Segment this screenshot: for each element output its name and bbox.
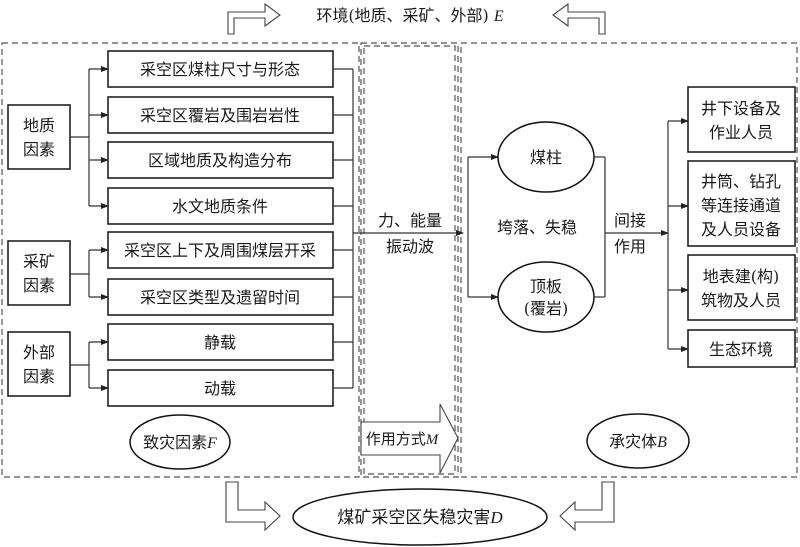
svg-text:致灾因素F: 致灾因素F bbox=[143, 433, 217, 452]
svg-text:井下设备及: 井下设备及 bbox=[701, 99, 781, 118]
svg-text:区域地质及构造分布: 区域地质及构造分布 bbox=[148, 151, 292, 170]
svg-text:采空区类型及遗留时间: 采空区类型及遗留时间 bbox=[140, 288, 300, 307]
factor-item: 动载 bbox=[107, 369, 334, 407]
action-mode-region-outer bbox=[360, 42, 459, 478]
svg-text:作用方式M: 作用方式M bbox=[366, 430, 440, 448]
hazard-bearing-region bbox=[460, 42, 798, 478]
target-item: 井筒、钻孔 等连接通道 及人员设备 bbox=[687, 160, 796, 247]
factor-item: 采空区类型及遗留时间 bbox=[107, 278, 334, 316]
category-geology: 地质 因素 bbox=[7, 104, 71, 170]
external-connectors bbox=[70, 339, 109, 391]
svg-text:动载: 动载 bbox=[204, 379, 236, 398]
svg-text:顶板: 顶板 bbox=[530, 277, 562, 296]
svg-text:等连接通道: 等连接通道 bbox=[701, 196, 781, 215]
disaster-factors-label: 致灾因素F bbox=[129, 414, 231, 470]
svg-text:井筒、钻孔: 井筒、钻孔 bbox=[701, 172, 781, 191]
action-text-line1: 力、能量 bbox=[378, 211, 442, 230]
bearing-branch bbox=[467, 154, 499, 300]
action-mode-arrow: 作用方式M bbox=[360, 403, 459, 474]
disaster-node: 煤矿采空区失稳灾害D bbox=[292, 488, 548, 546]
indirect-label-line2: 作用 bbox=[614, 237, 646, 256]
disaster-arrow-right bbox=[559, 481, 615, 532]
svg-text:作业人员: 作业人员 bbox=[709, 123, 773, 142]
svg-text:水文地质条件: 水文地质条件 bbox=[172, 197, 268, 216]
svg-text:地质: 地质 bbox=[23, 116, 55, 135]
factor-item: 采空区上下及周围煤层开采 bbox=[107, 231, 334, 269]
svg-text:静载: 静载 bbox=[204, 333, 236, 352]
category-mining: 采矿 因素 bbox=[7, 240, 71, 306]
svg-text:因素: 因素 bbox=[23, 140, 55, 159]
environment-label: 环境(地质、采矿、外部) E bbox=[316, 6, 504, 25]
svg-text:煤柱: 煤柱 bbox=[530, 148, 562, 167]
svg-text:承灾体B: 承灾体B bbox=[609, 432, 667, 451]
svg-text:地表建(构): 地表建(构) bbox=[703, 267, 780, 286]
environment-arrow-left bbox=[227, 2, 281, 35]
roof-node: 顶板 (覆岩) bbox=[497, 261, 595, 333]
failure-label: 垮落、失稳 bbox=[497, 218, 577, 237]
target-item: 生态环境 bbox=[687, 329, 796, 368]
svg-text:采空区上下及周围煤层开采: 采空区上下及周围煤层开采 bbox=[124, 241, 316, 260]
factor-item: 采空区煤柱尺寸与形态 bbox=[107, 50, 334, 88]
bearing-merge bbox=[594, 156, 669, 298]
environment-arrow-right bbox=[552, 2, 606, 35]
disaster-arrow-left bbox=[225, 481, 281, 532]
svg-text:采空区煤柱尺寸与形态: 采空区煤柱尺寸与形态 bbox=[140, 60, 300, 79]
svg-text:(覆岩): (覆岩) bbox=[524, 299, 569, 318]
action-text-line2: 振动波 bbox=[386, 237, 434, 256]
indirect-label-line1: 间接 bbox=[614, 211, 646, 230]
factor-item: 静载 bbox=[107, 323, 334, 361]
svg-text:采空区覆岩及围岩岩性: 采空区覆岩及围岩岩性 bbox=[140, 106, 300, 125]
disaster-factors-region bbox=[1, 42, 360, 478]
factor-item: 采空区覆岩及围岩岩性 bbox=[107, 96, 334, 134]
svg-text:煤矿采空区失稳灾害D: 煤矿采空区失稳灾害D bbox=[337, 508, 503, 528]
factor-item: 区域地质及构造分布 bbox=[107, 141, 334, 179]
svg-text:外部: 外部 bbox=[23, 343, 55, 362]
factor-item: 水文地质条件 bbox=[107, 187, 334, 225]
action-mode-region-inner bbox=[363, 45, 456, 475]
category-external: 外部 因素 bbox=[7, 331, 71, 397]
svg-text:因素: 因素 bbox=[23, 276, 55, 295]
hazard-bearing-label: 承灾体B bbox=[586, 413, 690, 469]
mining-connectors bbox=[70, 247, 109, 300]
target-item: 井下设备及 作业人员 bbox=[687, 86, 796, 153]
svg-text:生态环境: 生态环境 bbox=[709, 340, 773, 359]
svg-text:筑物及人员: 筑物及人员 bbox=[701, 291, 781, 310]
coal-pillar-node: 煤柱 bbox=[497, 121, 595, 193]
target-item: 地表建(构) 筑物及人员 bbox=[687, 254, 796, 321]
svg-text:采矿: 采矿 bbox=[23, 252, 55, 271]
target-branch bbox=[667, 118, 689, 352]
svg-text:及人员设备: 及人员设备 bbox=[701, 220, 781, 239]
svg-text:因素: 因素 bbox=[23, 367, 55, 386]
factor-collector bbox=[333, 68, 354, 389]
geology-connectors bbox=[70, 66, 109, 209]
